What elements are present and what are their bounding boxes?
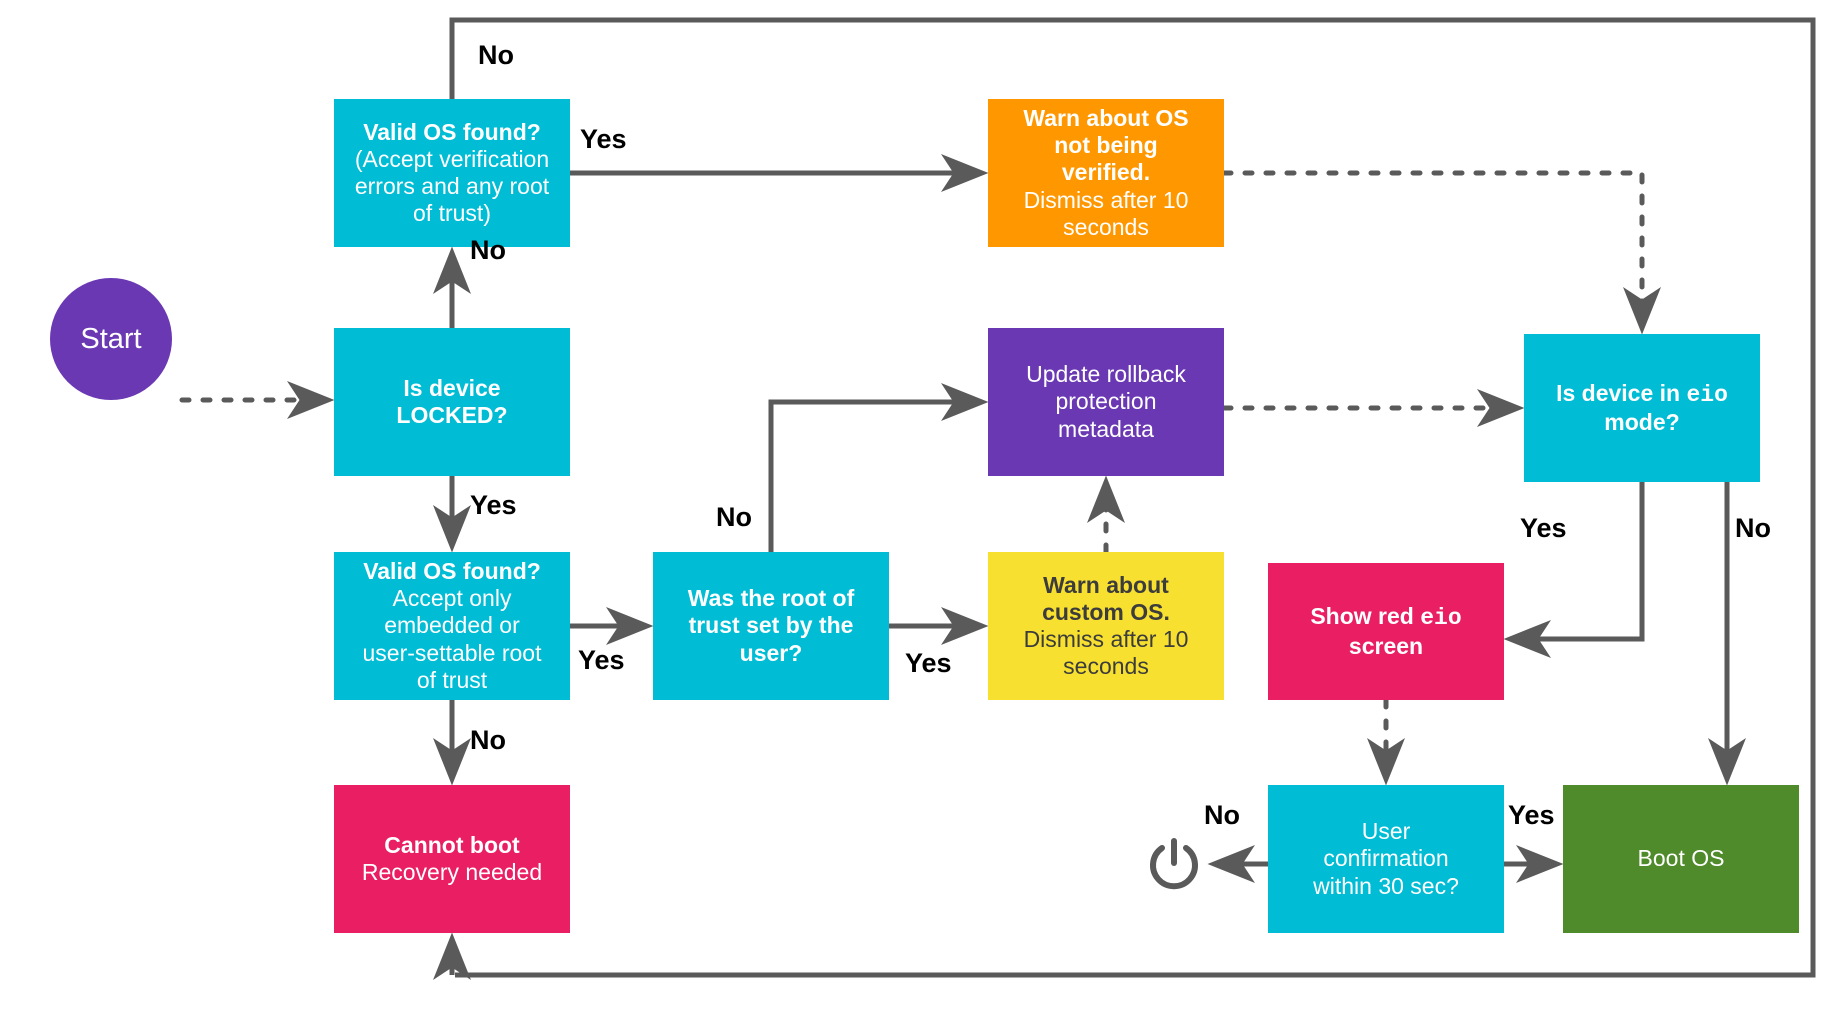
edge-label-yes-valid-os-unlocked: Yes <box>580 124 627 154</box>
node-text-line: errors and any root <box>354 173 550 199</box>
node-text-line: seconds <box>1063 213 1149 240</box>
node-text-line: Boot OS <box>1637 845 1725 872</box>
node-text-line: of trust <box>416 666 488 693</box>
node-text-line: trust set by the <box>688 612 854 639</box>
node-text-line: Accept only <box>392 585 512 612</box>
node-text-line: confirmation <box>1323 845 1449 872</box>
edge-label-no-device-locked: No <box>470 235 506 265</box>
node-text-line: User <box>1361 818 1411 845</box>
node-text-line: Warn about OS <box>1023 105 1189 132</box>
node-text-line: Show red eio <box>1310 603 1462 632</box>
node-text-line: (Accept verification <box>354 145 550 172</box>
node-text-line: Valid OS found? <box>363 118 541 145</box>
edge-label-yes-root-of-trust: Yes <box>905 648 952 678</box>
node-text-line: verified. <box>1061 159 1151 186</box>
edge-label-yes-eio-mode: Yes <box>1520 513 1567 543</box>
edge-root-of-trust-no-to-rollback <box>768 383 989 552</box>
node-text-line: protection <box>1055 388 1157 415</box>
node-text-line: Update rollback <box>1026 361 1186 388</box>
node-text-line: Dismiss after 10 <box>1023 626 1189 652</box>
edge-label-yes-valid-os-locked: Yes <box>578 645 625 675</box>
node-text-line: Was the root of <box>687 585 855 612</box>
node-text-line: Warn about <box>1043 571 1169 598</box>
edge-eio-yes-to-red-screen <box>1503 482 1645 658</box>
edge-label-no-eio-mode: No <box>1735 513 1771 543</box>
edge-label-no-user-confirmation: No <box>1204 800 1240 830</box>
node-text-line: screen <box>1348 632 1424 659</box>
node-text-line: within 30 sec? <box>1313 872 1459 899</box>
edge-label-yes-user-confirmation: Yes <box>1508 800 1555 830</box>
edge-label-no-valid-os-locked: No <box>470 725 506 755</box>
boot-os-node[interactable]: Boot OS <box>1563 785 1799 933</box>
node-text-line: Dismiss after 10 <box>1023 186 1189 213</box>
node-text-line: LOCKED? <box>396 402 508 428</box>
node-text-line: custom OS. <box>1042 598 1170 625</box>
node-text-line: embedded or <box>384 612 520 639</box>
edge-warn-to-eio-mode <box>1221 170 1661 335</box>
node-text-line: Cannot boot <box>384 831 520 858</box>
power-icon <box>1150 838 1198 890</box>
node-text-line: seconds <box>1063 653 1149 680</box>
start-node[interactable]: Start <box>50 278 172 400</box>
node-text-line: user-settable root <box>362 639 542 666</box>
node-text-line: Valid OS found? <box>363 558 541 585</box>
edge-label-no-valid-os-unlocked: No <box>478 40 514 70</box>
node-text-line: Is device in eio <box>1556 379 1728 408</box>
node-text-line: of trust) <box>413 200 491 227</box>
node-text-line: Start <box>80 322 142 355</box>
node-text-line: Is device <box>403 374 501 401</box>
node-text-line: user? <box>739 639 803 666</box>
edge-valid-os-unlocked-no-loop <box>449 17 1816 978</box>
node-text-line: not being <box>1054 132 1158 159</box>
edge-label-yes-device-locked: Yes <box>470 490 517 520</box>
edge-label-no-root-of-trust: No <box>716 502 752 532</box>
node-text-line: metadata <box>1058 415 1154 442</box>
node-text-line: Recovery needed <box>361 859 543 885</box>
node-text-line: mode? <box>1604 409 1680 435</box>
